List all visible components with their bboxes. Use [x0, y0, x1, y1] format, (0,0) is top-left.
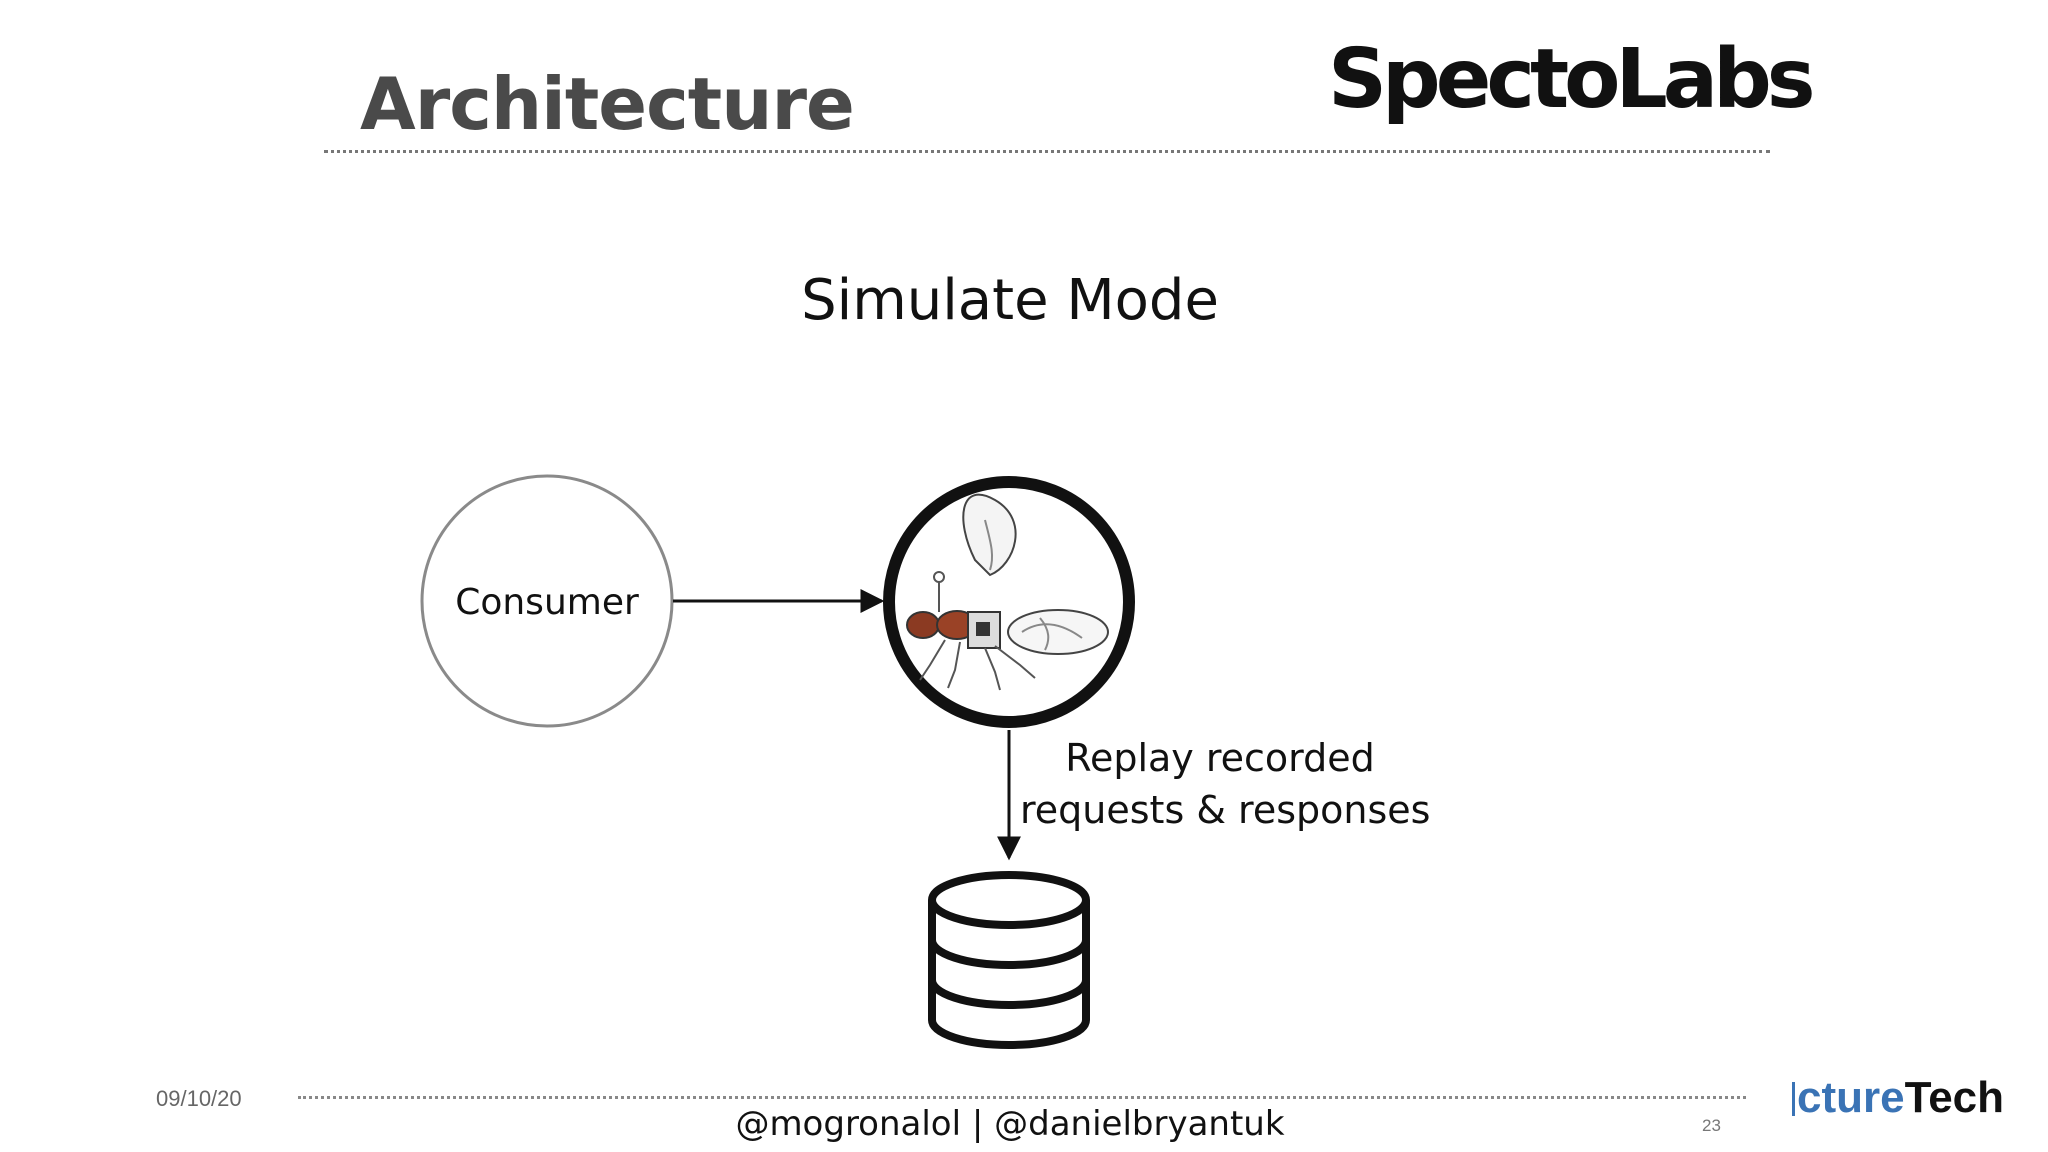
database-icon [928, 871, 1090, 1049]
replay-step-label-line-1: Replay recorded [1065, 736, 1375, 780]
header-divider [324, 150, 1770, 153]
slide-title: Architecture [360, 62, 855, 146]
conference-logo: ctureTech [1792, 1068, 2048, 1128]
conference-logo-part-2: Tech [1904, 1073, 2005, 1122]
footer-divider [298, 1096, 1746, 1099]
page-number: 23 [1702, 1116, 1721, 1135]
replay-step-label: Replay recorded requests & responses [1020, 732, 1431, 836]
hoverfly-robot-fly-icon [906, 493, 1109, 691]
speaker-handles: @mogronalol | @danielbryantuk [735, 1104, 1285, 1144]
diagram-title: Simulate Mode [801, 268, 1219, 333]
slide-date: 09/10/20 [156, 1086, 242, 1111]
consumer-label: Consumer [455, 582, 639, 623]
spectolabs-logo: SpectoLabs [1328, 32, 1816, 127]
conference-logo-part-1: cture [1797, 1073, 1905, 1122]
conference-logo-mark [1792, 1082, 1795, 1116]
consumer-node: Consumer [420, 474, 674, 728]
proxy-node [883, 476, 1135, 728]
replay-step-label-line-2: requests & responses [1020, 788, 1431, 832]
